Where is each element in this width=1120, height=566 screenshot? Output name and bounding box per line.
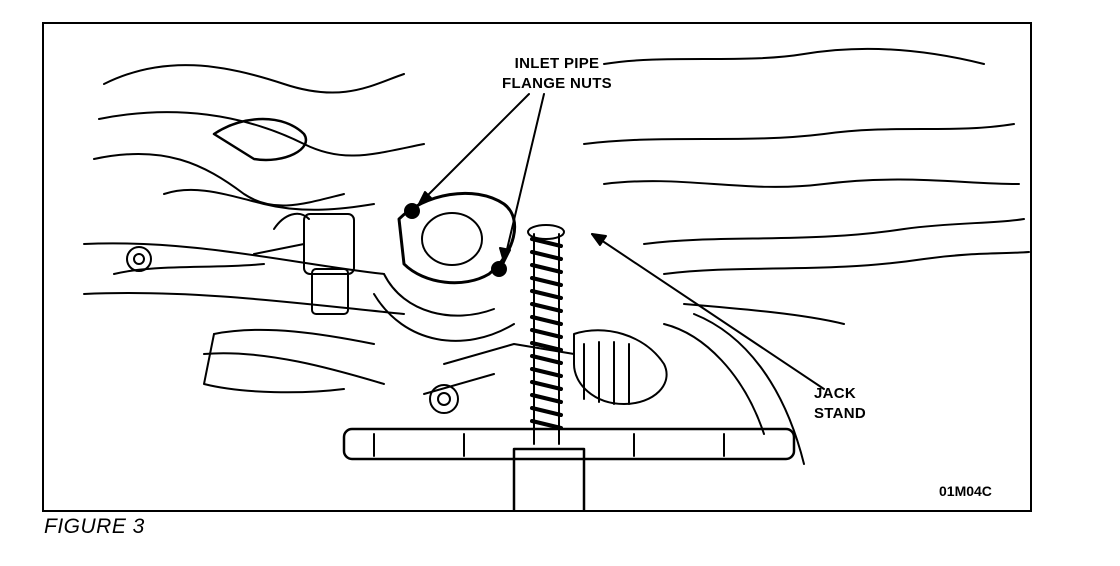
inlet-pipe-flange-nuts-callout: INLET PIPE FLANGE NUTS <box>462 54 652 94</box>
flange-nut-lower <box>491 261 507 277</box>
jack-stand <box>342 224 796 510</box>
sensor-bracket <box>113 212 355 315</box>
jack-stand-callout: JACK STAND <box>814 384 934 424</box>
callout-line-1: INLET PIPE <box>514 55 600 72</box>
vehicle-body-lines <box>83 47 1030 315</box>
callout-line-2: STAND <box>814 405 867 422</box>
inlet-pipe-flange <box>373 191 517 342</box>
figure-caption: FIGURE 3 <box>44 515 145 538</box>
figure-code: 01M04C <box>939 483 992 499</box>
leader-lines <box>418 93 825 390</box>
undercar-illustration <box>83 47 1030 510</box>
lower-rails <box>203 328 459 414</box>
callout-line-2: FLANGE NUTS <box>502 75 612 92</box>
callout-line-1: JACK <box>814 385 857 402</box>
axle-assembly <box>423 303 845 465</box>
flange-nut-upper <box>404 203 420 219</box>
illustration-frame: INLET PIPE FLANGE NUTS JACK STAND 01M04C <box>42 22 1032 512</box>
